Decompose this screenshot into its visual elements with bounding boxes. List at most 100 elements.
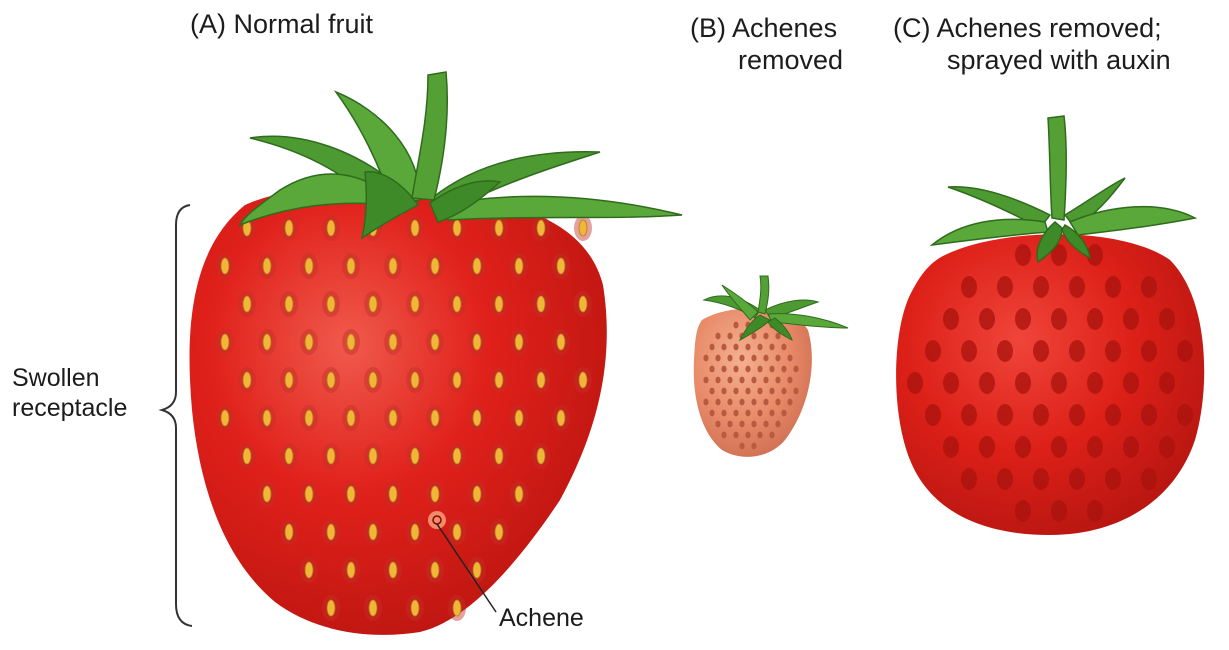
empty-pit	[751, 398, 757, 406]
empty-pit	[775, 398, 781, 406]
achene-seed	[536, 219, 546, 237]
empty-pit	[751, 376, 757, 384]
empty-pit	[907, 372, 923, 394]
achene-seed	[452, 295, 462, 313]
achene-seed	[262, 485, 272, 503]
empty-pit	[1033, 340, 1049, 362]
achene-seed	[220, 333, 230, 351]
receptacle-bracket	[158, 204, 193, 627]
panel-c-title: (C) Achenes removed; sprayed with auxin	[893, 12, 1171, 76]
empty-pit	[745, 431, 751, 439]
achene-seed	[346, 257, 356, 275]
empty-pit	[793, 365, 799, 373]
empty-pit	[703, 354, 709, 362]
empty-pit	[769, 365, 775, 373]
empty-pit	[1087, 244, 1103, 266]
achene-seed	[452, 371, 462, 389]
achene-seed	[326, 523, 336, 541]
empty-pit	[1105, 468, 1121, 490]
strawberry-c-pits	[907, 244, 1193, 522]
empty-pit	[961, 468, 977, 490]
achene-seed	[326, 599, 336, 617]
empty-pit	[757, 365, 763, 373]
empty-pit	[769, 431, 775, 439]
empty-pit	[997, 468, 1013, 490]
empty-pit	[781, 365, 787, 373]
achene-seed	[220, 257, 230, 275]
empty-pit	[787, 376, 793, 384]
empty-pit	[769, 409, 775, 417]
empty-pit	[1159, 436, 1175, 458]
empty-pit	[739, 354, 745, 362]
empty-pit	[721, 387, 727, 395]
achene-seed	[536, 447, 546, 465]
achene-seed	[346, 409, 356, 427]
empty-pit	[769, 343, 775, 351]
receptacle-label-line1: Swollen	[12, 364, 100, 392]
empty-pit	[745, 343, 751, 351]
empty-pit	[1087, 372, 1103, 394]
strawberry-a	[189, 71, 683, 635]
achene-seed	[262, 333, 272, 351]
panel-a-title: (A) Normal fruit	[190, 8, 373, 40]
empty-pit	[781, 409, 787, 417]
achene-seed	[410, 447, 420, 465]
empty-pit	[733, 409, 739, 417]
empty-pit	[715, 398, 721, 406]
achene-seed	[242, 447, 252, 465]
empty-pit	[961, 404, 977, 426]
achene-seed	[326, 447, 336, 465]
achene-label: Achene	[499, 604, 584, 632]
achene-seed	[472, 561, 482, 579]
achene-seed	[430, 409, 440, 427]
achene-seed	[494, 523, 504, 541]
empty-pit	[1015, 500, 1031, 522]
empty-pit	[1159, 308, 1175, 330]
achene-seed	[388, 257, 398, 275]
empty-pit	[709, 387, 715, 395]
empty-pit	[721, 343, 727, 351]
achene-seed	[494, 295, 504, 313]
empty-pit	[1123, 372, 1139, 394]
empty-pit	[1177, 340, 1193, 362]
empty-pit	[1177, 404, 1193, 426]
empty-pit	[715, 354, 721, 362]
empty-pit	[727, 398, 733, 406]
achene-seed	[452, 523, 462, 541]
empty-pit	[1015, 244, 1031, 266]
highlighted-achene	[428, 511, 446, 529]
achene-seed	[346, 561, 356, 579]
empty-pit	[1015, 436, 1031, 458]
achene-seed	[262, 257, 272, 275]
empty-pit	[1141, 276, 1157, 298]
empty-pit	[781, 343, 787, 351]
achene-seed	[346, 485, 356, 503]
achene-seed	[388, 485, 398, 503]
empty-pit	[751, 420, 757, 428]
empty-pit	[739, 376, 745, 384]
strawberry-a-calyx	[238, 71, 683, 240]
empty-pit	[727, 332, 733, 340]
empty-pit	[781, 387, 787, 395]
achene-seed	[388, 409, 398, 427]
empty-pit	[925, 404, 941, 426]
achene-seed	[284, 371, 294, 389]
empty-pit	[715, 376, 721, 384]
empty-pit	[1033, 404, 1049, 426]
receptacle-label-line2: receptacle	[12, 394, 128, 422]
empty-pit	[793, 387, 799, 395]
empty-pit	[751, 354, 757, 362]
empty-pit	[733, 431, 739, 439]
achene-seed	[368, 295, 378, 313]
empty-pit	[751, 332, 757, 340]
empty-pit	[1105, 404, 1121, 426]
empty-pit	[763, 332, 769, 340]
empty-pit	[925, 340, 941, 362]
achene-seed	[284, 295, 294, 313]
empty-pit	[745, 365, 751, 373]
achene-seed	[388, 561, 398, 579]
empty-pit	[775, 354, 781, 362]
empty-pit	[787, 398, 793, 406]
empty-pit	[1123, 308, 1139, 330]
achene-seed	[472, 257, 482, 275]
